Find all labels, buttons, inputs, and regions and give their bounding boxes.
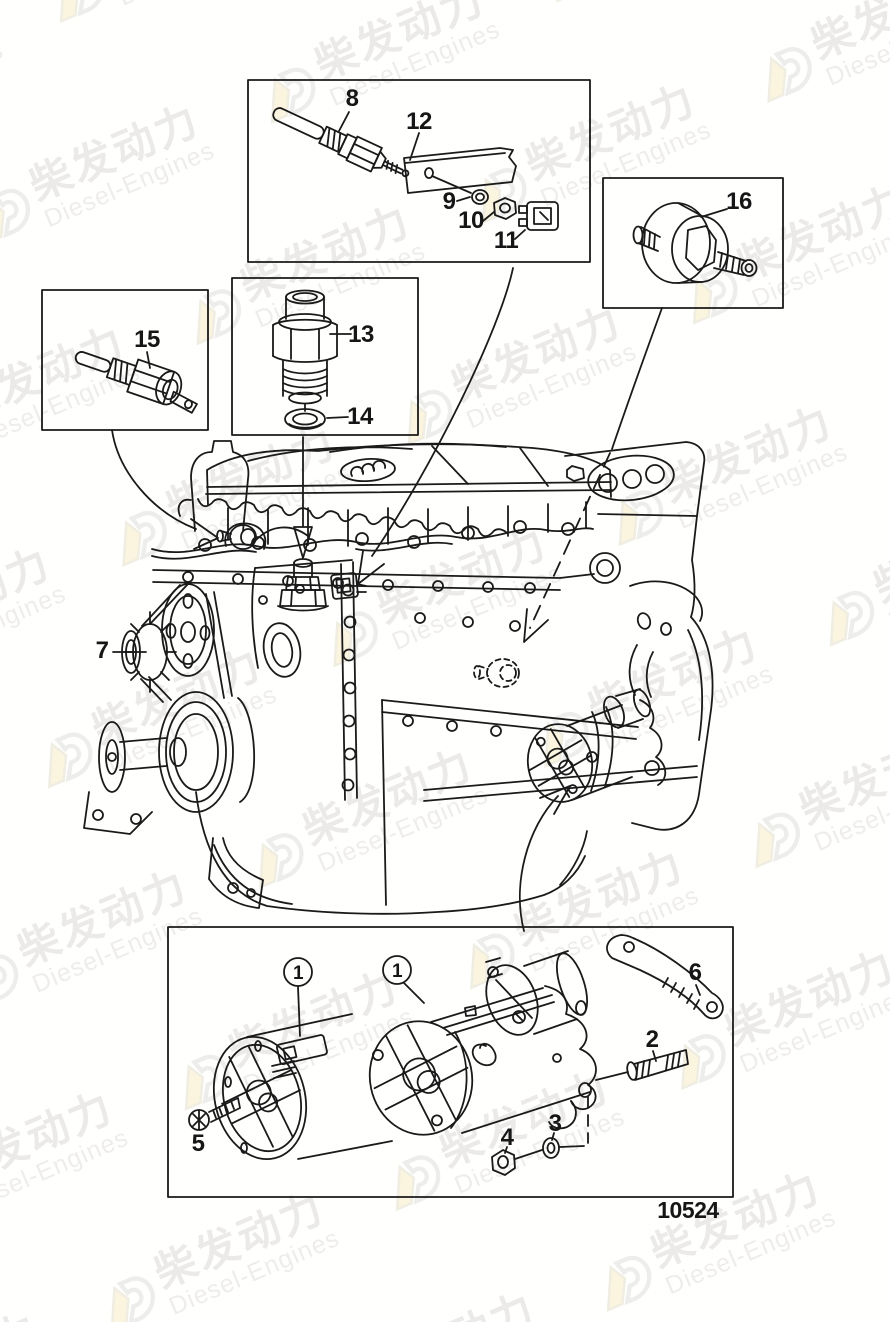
part-sealing-ring-14 — [284, 408, 326, 430]
part-connector-11 — [518, 201, 559, 231]
callout-11: 11 — [494, 227, 519, 254]
leader-lines-middle-box — [326, 333, 352, 419]
callout-labels: 8 12 9 10 11 16 15 13 14 7 1 1 5 2 3 4 6 — [96, 85, 753, 1157]
callout-6: 6 — [689, 959, 702, 986]
callout-1b: 1 — [392, 961, 403, 982]
part-bolt-2 — [595, 1049, 689, 1081]
part-glow-plug-8 — [272, 107, 410, 178]
part-oil-pressure-sensor-16 — [632, 202, 758, 284]
engine-sensor13-location — [277, 558, 329, 612]
leader-lines-nut-washer — [504, 1132, 585, 1160]
callout-13: 13 — [348, 321, 374, 348]
callout-12: 12 — [406, 108, 432, 135]
engine-temp-sensor-location — [216, 522, 309, 550]
part-strap-6 — [606, 934, 724, 1020]
callout-16: 16 — [726, 188, 752, 215]
inset-box-oil-pressure-sensor — [602, 177, 784, 309]
callout-9: 9 — [443, 188, 456, 215]
callout-3: 3 — [549, 1110, 562, 1137]
inset-box-sensor-13 — [231, 277, 419, 436]
callout-arrows — [111, 267, 663, 932]
callout-2: 2 — [646, 1026, 659, 1053]
part-nut-10 — [493, 197, 517, 220]
engine-starter-location — [526, 688, 652, 803]
callout-7: 7 — [96, 637, 109, 664]
part-temp-sensor-15 — [74, 351, 198, 414]
callout-circle-1b — [382, 955, 412, 985]
callout-circle-1a — [283, 957, 313, 987]
part-washer-3 — [542, 1137, 560, 1159]
callout-1a: 1 — [293, 963, 304, 984]
leader-lines-top-box — [338, 111, 526, 240]
callout-4: 4 — [501, 1124, 515, 1151]
part-nut-4 — [491, 1149, 516, 1176]
engine-oil-sensor-location-dashed — [473, 658, 520, 688]
part-washer-9 — [471, 189, 489, 205]
callout-10: 10 — [458, 207, 484, 234]
callout-14: 14 — [347, 403, 374, 430]
inset-box-starter-motor — [167, 926, 734, 1198]
engine-pulleys — [83, 583, 255, 835]
part-plate-12 — [403, 147, 517, 194]
inset-box-temp-sensor — [41, 289, 209, 431]
callout-15: 15 — [134, 326, 160, 353]
callout-5: 5 — [192, 1130, 205, 1157]
inset-box-glow-plug — [247, 79, 591, 263]
callout-8: 8 — [346, 85, 359, 112]
part-starter-end-shield — [212, 986, 393, 1161]
part-sensor-13 — [272, 289, 338, 412]
figure-number: 10524 — [657, 1197, 719, 1223]
engine-illustration — [83, 440, 714, 915]
part-screw-5 — [188, 1097, 241, 1131]
